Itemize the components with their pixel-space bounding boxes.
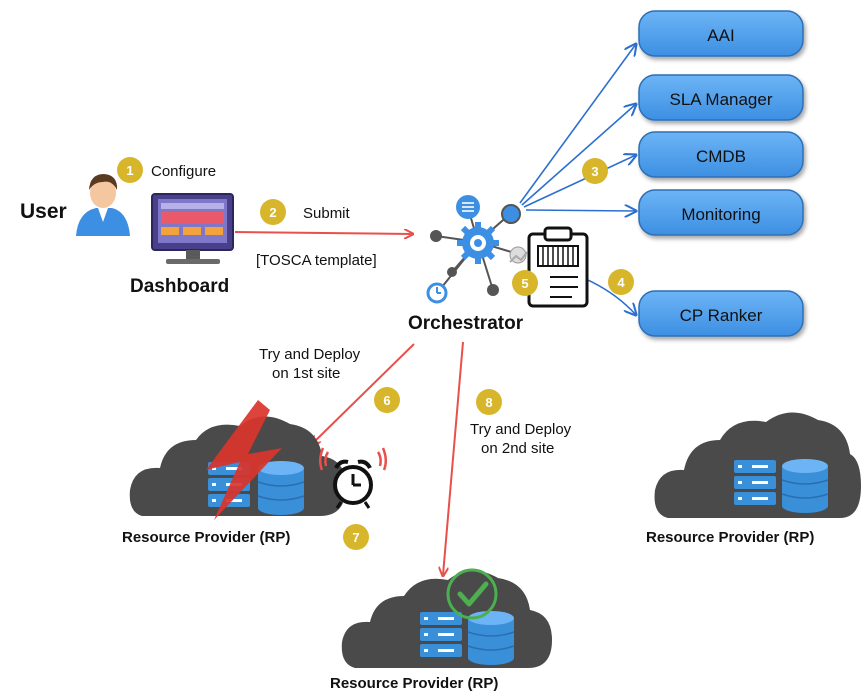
step-badge-6: 6 [374,387,400,413]
step-badge-5: 5 [512,270,538,296]
svg-text:8: 8 [485,395,492,410]
service-sla-manager: SLA Manager [638,74,804,121]
service-arrows [519,44,636,315]
arrow-deploy-2nd-site [443,341,464,575]
step-badge-7: 7 [343,524,369,550]
svg-text:2: 2 [269,205,276,220]
svg-text:4: 4 [617,275,625,290]
lightning-icon [206,400,282,520]
step-8-label-line2: on 2nd site [481,440,554,457]
orchestrator-label: Orchestrator [408,313,524,334]
step-badge-4: 4 [608,269,634,295]
user-label: User [20,200,67,223]
service-label-sla-manager: SLA Manager [669,90,772,109]
svg-text:1: 1 [126,163,133,178]
svg-text:7: 7 [352,530,359,545]
step-6-label-line2: on 1st site [272,365,340,382]
step-badge-8: 8 [476,389,502,415]
database-icon [257,461,305,515]
arrow-to-sla-manager [521,104,636,206]
checkmark-icon [446,568,498,620]
service-monitoring: Monitoring [638,189,804,236]
gear-icon [457,222,499,264]
gear-small-icon [501,204,521,224]
step-6-label-line1: Try and Deploy [259,346,361,363]
alarm-clock-icon [319,447,387,509]
service-cp-ranker: CP Ranker [638,290,804,337]
server-stack-icon [420,612,462,657]
arrow-deploy-1st-site [312,343,415,444]
service-cmdb: CMDB [638,131,804,178]
resource-provider-1: Resource Provider (RP) 7 [122,400,387,550]
service-aai: AAI [638,10,804,57]
orchestrator-node [426,195,527,304]
step-8-label-line1: Try and Deploy [470,421,572,438]
rp-2-label: Resource Provider (RP) [330,675,498,692]
arrow-submit [234,232,412,234]
step-badge-2: 2 [260,199,286,225]
dashboard-monitor-icon [151,193,234,264]
resource-provider-3: Resource Provider (RP) [646,412,861,546]
arrow-to-monitoring [525,210,636,211]
database-icon [467,611,515,665]
svg-text:3: 3 [591,164,598,179]
service-label-cp-ranker: CP Ranker [680,306,763,325]
service-label-monitoring: Monitoring [681,205,760,224]
step-label-configure: Configure [151,163,216,180]
resource-provider-2: Resource Provider (RP) [330,568,552,692]
rp-1-label: Resource Provider (RP) [122,529,290,546]
dashboard-label: Dashboard [130,276,229,297]
server-stack-icon [734,460,776,505]
clipboard-icon [509,226,589,308]
service-label-cmdb: CMDB [696,147,746,166]
database-icon [781,459,829,513]
arrow-to-aai [519,44,636,204]
step-badge-3: 3 [582,158,608,184]
rp-3-label: Resource Provider (RP) [646,529,814,546]
svg-text:5: 5 [521,276,528,291]
svg-text:6: 6 [383,393,390,408]
arrow-to-cmdb [523,155,636,208]
step-label-tosca-template: [TOSCA template] [256,252,377,269]
step-label-submit: Submit [303,205,351,222]
user-icon [76,174,130,236]
user-actor: User [20,174,130,236]
service-label-aai: AAI [707,26,734,45]
step-badge-1: 1 [117,157,143,183]
